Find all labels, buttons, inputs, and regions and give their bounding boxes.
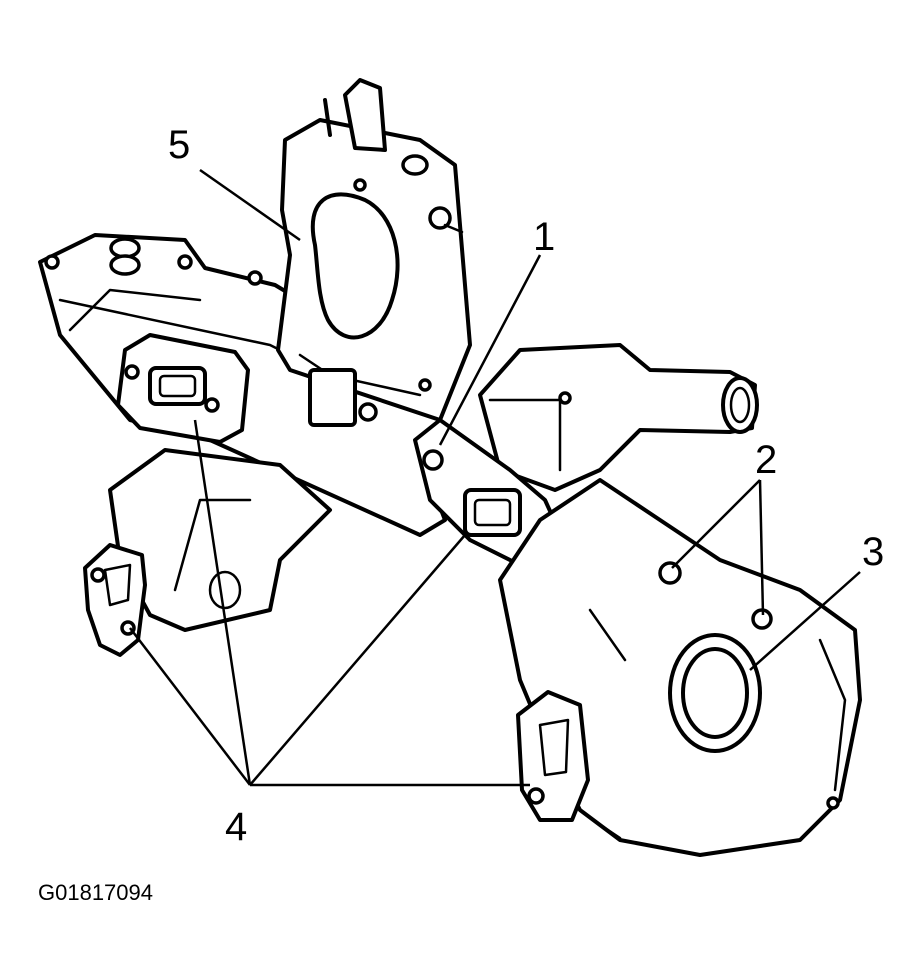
callout-4: 4 bbox=[225, 805, 247, 849]
callout-5: 5 bbox=[168, 123, 190, 167]
leader-4a bbox=[193, 419, 252, 786]
lower-left-housing bbox=[83, 448, 332, 657]
right-outlet-assembly bbox=[478, 343, 759, 492]
leader-2b bbox=[758, 479, 765, 616]
callout-1: 1 bbox=[533, 215, 555, 259]
callout-2: 2 bbox=[755, 438, 777, 482]
leader-3 bbox=[749, 571, 861, 671]
figure-id: G01817094 bbox=[38, 880, 153, 905]
leader-4b bbox=[129, 627, 251, 786]
callout-labels: 5 1 2 3 4 bbox=[168, 123, 884, 849]
leader-5 bbox=[199, 168, 301, 242]
engine-housing-artwork bbox=[38, 78, 862, 857]
leader-1 bbox=[438, 254, 542, 446]
timing-cover bbox=[498, 478, 862, 857]
leader-4c bbox=[249, 534, 466, 786]
callout-3: 3 bbox=[862, 530, 884, 574]
leader-2a bbox=[671, 479, 761, 569]
thermostat-housing bbox=[276, 78, 472, 427]
left-flange-gasket bbox=[116, 333, 250, 444]
leader-lines bbox=[129, 168, 861, 787]
